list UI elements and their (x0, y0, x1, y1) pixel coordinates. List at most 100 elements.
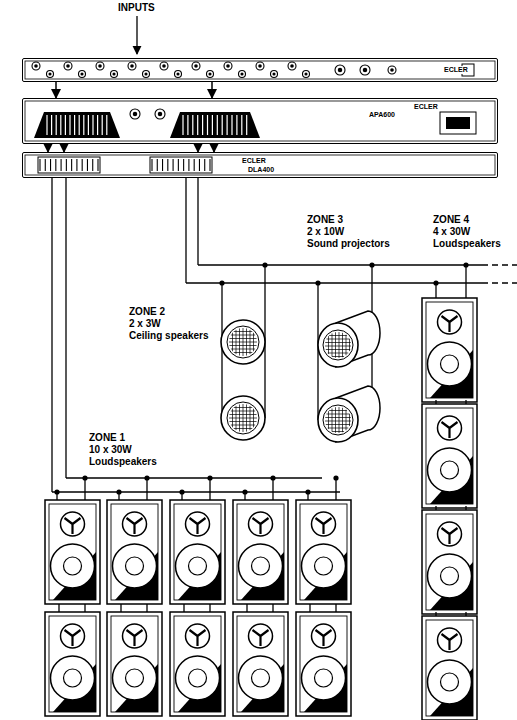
knob (130, 109, 140, 119)
wire (55, 159, 56, 171)
knob (32, 62, 40, 70)
knob (388, 66, 396, 74)
wire (60, 115, 61, 135)
knob-cap (98, 64, 102, 68)
signal-arrow (213, 144, 215, 152)
wire (162, 159, 163, 171)
wire (50, 159, 51, 171)
wire (102, 115, 103, 135)
wire (92, 115, 93, 135)
knob (239, 71, 246, 78)
wire (146, 478, 147, 500)
wire (272, 604, 273, 612)
knob-cap (144, 72, 147, 75)
zone-label: ZONE 3 (306, 214, 344, 226)
zone-label: ZONE 4 (432, 214, 470, 226)
knob (303, 71, 310, 78)
ceiling-speaker (221, 320, 265, 364)
knob-cap (176, 72, 179, 75)
wire (183, 159, 184, 171)
rack-unit: APA600ECLER (22, 98, 498, 144)
loudspeaker (170, 500, 225, 604)
knob-cap (133, 112, 138, 117)
knob (111, 71, 118, 78)
zone-label: Sound projectors (306, 238, 391, 250)
knob-cap (130, 64, 134, 68)
wire (182, 115, 183, 135)
wire (61, 159, 62, 171)
knob-cap (258, 64, 262, 68)
wire (69, 115, 70, 135)
signal-arrow (55, 82, 57, 98)
wire (236, 115, 237, 135)
knob (64, 62, 72, 70)
signal-arrow (47, 144, 49, 152)
junction-dot (242, 489, 247, 494)
wire (246, 115, 247, 135)
switch-rocker (446, 117, 470, 129)
junction-dot (315, 280, 320, 285)
wire (97, 115, 98, 135)
junction-dot (207, 475, 212, 480)
sound-projector (318, 386, 380, 442)
panel-text: DLA400 (247, 166, 275, 174)
knob-cap (304, 72, 307, 75)
knob (47, 71, 54, 78)
wire (120, 604, 121, 612)
wire (197, 115, 198, 135)
panel-text: ECLER (241, 157, 267, 165)
junction-dot (463, 262, 468, 267)
wire (51, 115, 52, 135)
wire (106, 115, 107, 135)
wire (209, 604, 210, 612)
wire (146, 604, 147, 612)
junction-dot (433, 280, 438, 285)
front-panel (25, 61, 495, 79)
loudspeaker (296, 500, 351, 604)
wire (58, 604, 59, 612)
wire (76, 159, 77, 171)
wire (79, 115, 80, 135)
knob-cap (226, 64, 230, 68)
knob (207, 71, 214, 78)
wire (71, 159, 72, 171)
wire (209, 159, 210, 171)
signal-arrow (63, 144, 65, 152)
wire (207, 115, 208, 135)
vent-grille (38, 157, 100, 173)
knob (175, 71, 182, 78)
wire (82, 159, 83, 171)
wire (84, 478, 85, 500)
knob-cap (290, 64, 294, 68)
knob-cap (390, 68, 394, 72)
knob-cap (66, 64, 70, 68)
wire (482, 264, 517, 265)
wire (65, 115, 66, 135)
panel-text: APA600 (368, 111, 396, 119)
wire (187, 115, 188, 135)
loudspeaker (422, 616, 477, 720)
knob (155, 109, 165, 119)
wire (157, 159, 158, 171)
wire (88, 115, 89, 135)
wire (192, 115, 193, 135)
junction-dot (262, 262, 267, 267)
front-panel (25, 155, 495, 175)
zone-label: ZONE 2 (128, 306, 166, 318)
wire (217, 115, 218, 135)
wire (335, 604, 336, 612)
loudspeaker (107, 612, 162, 716)
wire (167, 159, 168, 171)
power-switch (440, 112, 476, 134)
knob-cap (34, 64, 38, 68)
input-label: INPUTS (117, 2, 156, 14)
junction-dot (219, 280, 224, 285)
knob-cap (338, 68, 343, 73)
wire (87, 159, 88, 171)
zone-label: Ceiling speakers (128, 330, 209, 342)
loudspeaker (422, 404, 477, 508)
wire (188, 159, 189, 171)
wire (212, 115, 213, 135)
wire (197, 178, 198, 265)
loudspeaker (233, 500, 288, 604)
